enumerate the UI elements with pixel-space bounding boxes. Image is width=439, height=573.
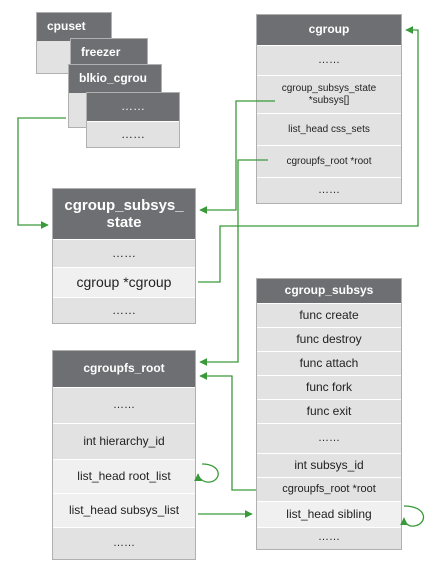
cs-row-subsys-id: int subsys_id	[257, 453, 401, 477]
cfr-row-ellipsis-bottom: ……	[53, 527, 195, 559]
cgroup-subsys-state-box: cgroup_subsys_ state …… cgroup *cgroup ……	[52, 188, 196, 324]
freezer-title: freezer	[71, 39, 147, 67]
cs-row-create: func create	[257, 303, 401, 327]
cgroup-row-ellipsis-bottom: ……	[257, 177, 401, 203]
subsys-top-row-1: ……	[87, 93, 179, 121]
cs-row-ellipsis-bottom: ……	[257, 527, 401, 547]
cfr-row-root-list: list_head root_list	[53, 459, 195, 493]
subsys-top-row-2: ……	[87, 121, 179, 148]
cfr-row-hierarchy: int hierarchy_id	[53, 423, 195, 459]
arrow-sibling-loop	[400, 505, 424, 527]
arrow-root-list-loop	[194, 463, 219, 483]
cgroupfs-root-box: cgroupfs_root …… int hierarchy_id list_h…	[52, 350, 196, 560]
cs-row-attach: func attach	[257, 351, 401, 375]
css-row-ellipsis-top: ……	[53, 239, 195, 267]
cfr-row-subsys-list: list_head subsys_list	[53, 493, 195, 527]
cs-row-fork: func fork	[257, 375, 401, 399]
css-row-ellipsis-bottom: ……	[53, 297, 195, 323]
subsys-top-box: …… ……	[86, 92, 180, 148]
cgroup-row-subsys: cgroup_subsys_state *subsys[]	[257, 75, 401, 113]
cs-row-sibling: list_head sibling	[257, 501, 401, 527]
cs-row-root: cgroupfs_root *root	[257, 477, 401, 501]
cgroup-row-css-sets: list_head css_sets	[257, 113, 401, 145]
blkio-title: blkio_cgrou	[69, 65, 161, 93]
cs-row-exit: func exit	[257, 399, 401, 423]
cgroupfs-root-title: cgroupfs_root	[53, 351, 195, 387]
cgroup-subsys-box: cgroup_subsys func create func destroy f…	[256, 278, 402, 550]
cfr-row-ellipsis-top: ……	[53, 387, 195, 423]
cgroup-title: cgroup	[257, 15, 401, 45]
cgroup-subsys-title: cgroup_subsys	[257, 279, 401, 303]
cgroup-row-ellipsis-top: ……	[257, 45, 401, 75]
cgroup-row-root: cgroupfs_root *root	[257, 145, 401, 177]
cpuset-title: cpuset	[37, 13, 111, 41]
css-row-cgroup: cgroup *cgroup	[53, 267, 195, 297]
cs-row-destroy: func destroy	[257, 327, 401, 351]
cgroup-box: cgroup …… cgroup_subsys_state *subsys[] …	[256, 14, 402, 204]
cs-row-ellipsis-mid: ……	[257, 423, 401, 453]
arrow-cs-root-to-cfr	[199, 372, 256, 491]
cgroup-subsys-state-title: cgroup_subsys_ state	[53, 189, 195, 239]
